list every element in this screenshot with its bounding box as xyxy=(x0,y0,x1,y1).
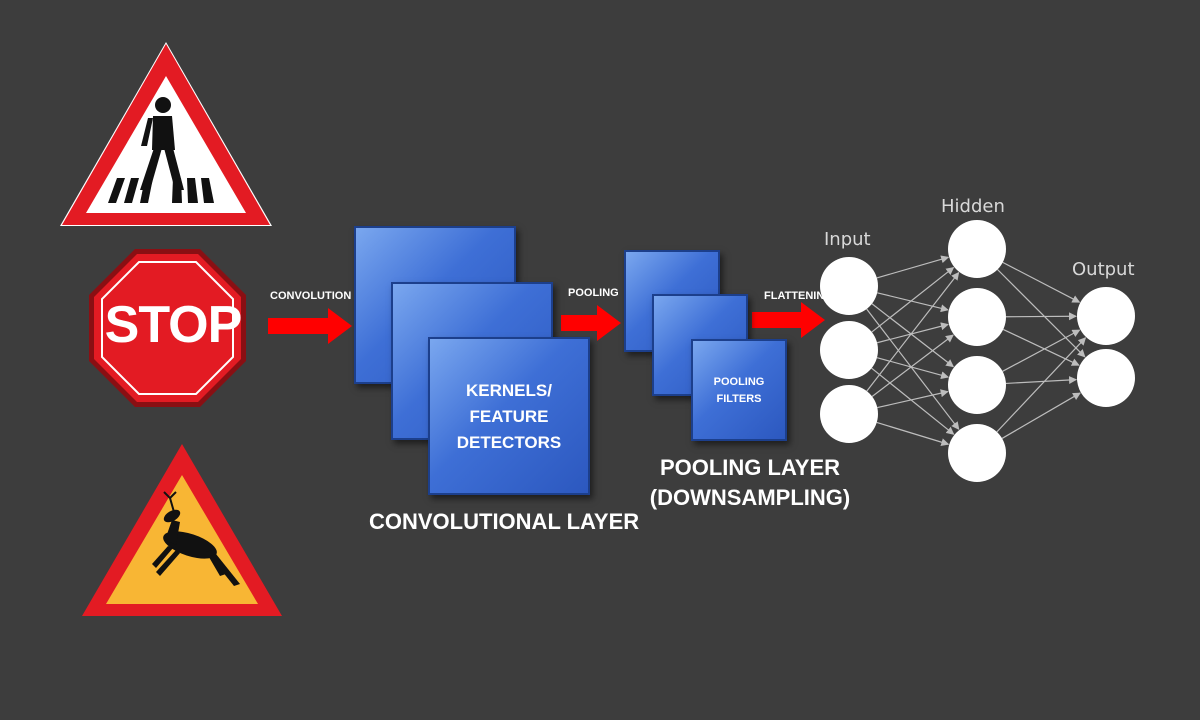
pool-filter-text-line2: FILTERS xyxy=(716,393,762,405)
connection-arrow xyxy=(871,334,954,397)
pool-filter-text-line1: POOLING xyxy=(713,376,765,388)
pool-filter-text: POOLING FILTERS xyxy=(691,374,787,408)
network-nodes xyxy=(820,220,1135,482)
pooling-label: POOLING xyxy=(568,287,619,299)
pool-layer-title-line2: (DOWNSAMPLING) xyxy=(649,485,851,510)
network-connections xyxy=(866,255,1087,447)
connection-arrow xyxy=(877,292,949,313)
connection-arrow xyxy=(866,308,960,430)
kernel-text: KERNELS/ FEATURE DETECTORS xyxy=(428,378,590,456)
kernel-text-line2: FEATURE xyxy=(469,407,549,426)
hidden-node xyxy=(948,288,1006,346)
pedestrian-icon xyxy=(140,97,184,190)
kernel-text-line3: DETECTORS xyxy=(456,433,562,452)
output-node xyxy=(1077,287,1135,345)
connection-arrow xyxy=(871,367,955,435)
connection-arrow xyxy=(876,421,950,447)
conv-layer-title: CONVOLUTIONAL LAYER xyxy=(369,509,640,534)
connection-arrow xyxy=(876,322,949,344)
connection-arrow xyxy=(1002,328,1080,366)
stop-sign-text: STOP xyxy=(104,296,243,354)
input-node xyxy=(820,321,878,379)
connection-arrow xyxy=(1002,261,1081,303)
hidden-layer-label: Hidden xyxy=(941,196,1005,217)
input-node xyxy=(820,257,878,315)
pooling-arrow-icon xyxy=(561,305,621,341)
connection-arrow xyxy=(871,266,955,333)
hidden-node xyxy=(948,356,1006,414)
connection-arrow xyxy=(996,337,1087,433)
connection-arrow xyxy=(871,303,955,368)
connection-arrow xyxy=(877,389,949,409)
flattening-arrow-icon xyxy=(752,302,825,338)
connection-arrow xyxy=(997,269,1086,358)
connection-arrow xyxy=(1001,392,1081,439)
deer-crossing-sign xyxy=(82,444,282,616)
pool-filter-box xyxy=(691,339,787,441)
connection-arrow xyxy=(876,255,950,279)
convolution-arrow-icon xyxy=(268,308,352,344)
connection-arrow xyxy=(866,271,960,392)
connection-arrow xyxy=(1005,312,1078,321)
flattening-label: FLATTENING xyxy=(764,290,824,302)
stop-sign xyxy=(89,249,246,407)
deer-icon xyxy=(152,491,240,586)
output-layer-label: Output xyxy=(1072,259,1135,280)
hidden-node xyxy=(948,424,1006,482)
input-layer-label: Input xyxy=(824,229,871,250)
pool-layer-title-line1: POOLING LAYER xyxy=(659,455,841,480)
pedestrian-crossing-sign xyxy=(60,42,272,226)
connection-arrow xyxy=(1002,329,1081,372)
pool-layer-title: POOLING LAYER (DOWNSAMPLING) xyxy=(620,453,880,513)
convolution-label: CONVOLUTION xyxy=(270,290,352,302)
hidden-node xyxy=(948,220,1006,278)
connection-arrow xyxy=(1005,376,1078,385)
kernel-text-line1: KERNELS/ xyxy=(466,381,552,400)
input-node xyxy=(820,385,878,443)
conv-kernel-box xyxy=(428,337,590,495)
output-node xyxy=(1077,349,1135,407)
connection-arrow xyxy=(876,357,950,380)
